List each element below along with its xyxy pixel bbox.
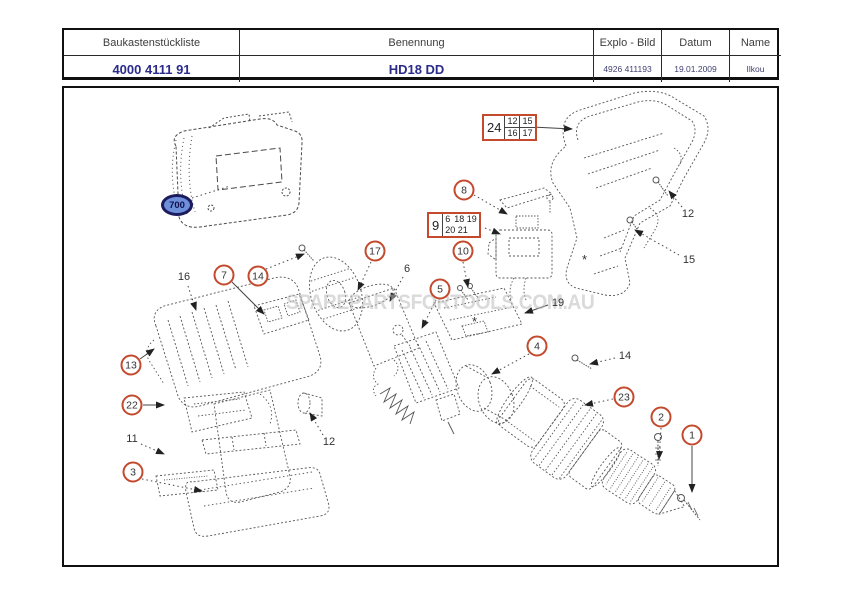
callout-12: 12 [322,436,336,448]
asterisk-mark: * [582,252,587,267]
callout-4: 4 [526,335,548,357]
callout-22: 22 [121,394,143,416]
callout-11: 11 [126,433,138,445]
leader-line-5 [421,299,437,329]
leader-line-8 [473,194,508,215]
explo-bild-number: 4926 411193 [594,56,662,82]
housing-clamshell-sketch [550,90,709,296]
leader-line-13 [139,348,155,360]
refbox-cell: 17 [519,127,535,139]
col-header-datum: Datum [662,30,730,56]
field-stator-sketch [348,283,420,397]
col-header-benennung: Benennung [240,30,594,56]
screw-14-right-sketch [571,354,593,370]
author-name: Ilkou [746,64,765,74]
screw-1-sketch [677,494,701,521]
callout-14: 14 [618,350,632,362]
leader-line-6 [389,276,404,302]
callout-700: 700 [161,194,193,216]
asterisk-marks: ** [472,252,587,329]
leader-line-17 [357,261,372,291]
refbox-cell: 16 [505,127,520,138]
exploded-view-sketch: ** [139,90,709,537]
belt-clip-sketch [183,391,253,433]
leader-lines [139,125,696,493]
callout-8: 8 [453,179,475,201]
gearbox-sketch [496,376,623,490]
chuck-sketch [601,448,686,515]
battery-pack-sketch [171,111,303,228]
callout-1: 1 [681,424,703,446]
trigger-switch-sketch [487,215,553,301]
callout-3: 3 [122,461,144,483]
col-header-baukasten: Baukastenstückliste [64,30,240,56]
leader-line-2 [656,427,664,460]
leader-line-19 [524,304,549,314]
rotor-armature-sketch [392,324,461,435]
refbox-main-number: 9 [429,214,444,236]
callout-7: 7 [213,264,235,286]
lever-sketch [499,187,554,214]
leader-line-23 [584,398,614,407]
refbox-cell: 6 [445,214,451,224]
callout-23: 23 [613,386,635,408]
refbox-cell: 20 21 [445,225,468,235]
refbox-main-number: 24 [484,116,506,139]
leader-line-24 [531,125,573,133]
callout-12: 12 [681,208,695,220]
title-block: Baukastenstückliste Benennung Explo - Bi… [62,28,781,82]
model-name: HD18 DD [240,56,594,82]
callout-5: 5 [429,278,451,300]
refbox-cell: 12 [507,116,518,126]
ring-sketch [455,364,515,424]
callout-14: 14 [247,265,269,287]
leader-line-3 [141,478,203,493]
assembled-drill-sketch [146,276,415,537]
callout-10: 10 [452,240,474,262]
callout-16: 16 [177,271,191,283]
callout-15: 15 [682,254,696,266]
screws-10-sketch [457,283,479,301]
callout-19: 19 [551,297,565,309]
part-number: 4000 4111 91 [64,56,240,82]
screw-14-left-sketch [298,244,315,262]
refbox-cell: 15 [519,116,534,127]
callout-2: 2 [650,406,672,428]
refbox-cell: 18 19 [454,214,477,224]
flat-strip-sketch [201,429,301,455]
housing-screws-sketch [626,176,669,237]
leader-line-12 [668,190,683,208]
brush-plate-sketch [253,293,310,335]
callout-17: 17 [364,240,386,262]
col-header-explo-bild: Explo - Bild [594,30,662,56]
callout-13: 13 [120,354,142,376]
asterisk-mark: * [472,314,477,329]
date-value: 19.01.2009 [662,56,730,82]
col-header-name: Name [730,30,781,56]
callout-6: 6 [403,263,411,275]
electronics-module-sketch [433,287,523,341]
leader-line-7 [231,281,265,315]
